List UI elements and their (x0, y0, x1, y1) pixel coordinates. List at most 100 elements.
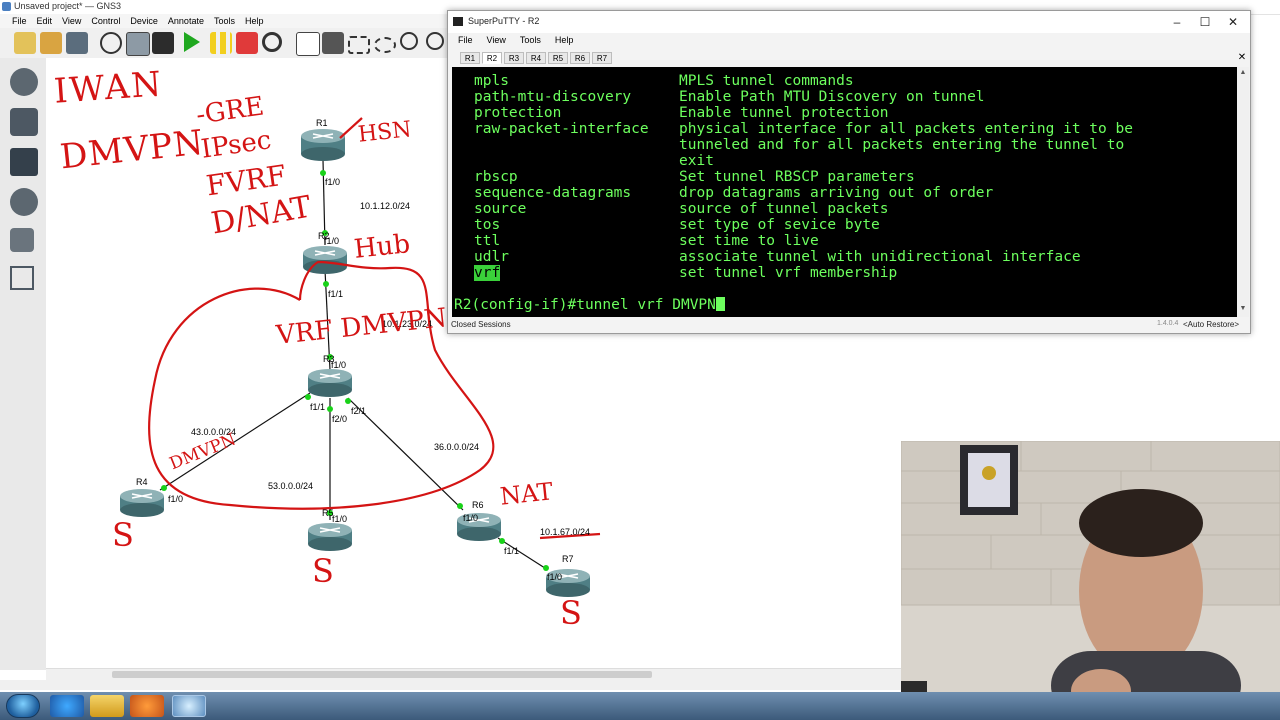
interface-label: f1/0 (332, 514, 348, 524)
scroll-up-icon[interactable]: ▲ (1239, 69, 1247, 76)
switches-icon[interactable] (10, 188, 38, 216)
routers-icon[interactable] (10, 108, 38, 136)
putty-title-bar: SuperPuTTY - R2 – ☐ ✕ (448, 11, 1250, 33)
router-r6[interactable] (457, 513, 501, 541)
router-label-r7: R7 (562, 554, 574, 564)
tab-r1[interactable]: R1 (460, 52, 480, 64)
device-dock (0, 58, 47, 670)
interface-label: f2/0 (332, 414, 348, 424)
nat-underline (539, 532, 601, 540)
console-icon[interactable] (126, 32, 150, 56)
putty-menu-file[interactable]: File (458, 35, 473, 45)
router-r5[interactable] (308, 523, 352, 551)
menu-file[interactable]: File (12, 16, 27, 26)
putty-menu-bar: File View Tools Help (448, 33, 1250, 47)
insert-image-icon[interactable] (322, 32, 344, 54)
file-explorer-icon[interactable] (90, 695, 124, 717)
vrf-dmvpn-outline (148, 260, 495, 510)
start-button[interactable] (6, 694, 40, 718)
scroll-down-icon[interactable]: ▼ (1239, 305, 1247, 312)
auto-restore-label[interactable]: <Auto Restore> (1183, 320, 1240, 329)
snapshot-icon[interactable] (100, 32, 122, 54)
draw-rectangle-icon[interactable] (348, 36, 370, 54)
gns3-app-icon (2, 2, 11, 11)
putty-menu-help[interactable]: Help (554, 35, 574, 45)
menu-control[interactable]: Control (91, 16, 121, 26)
tab-r4[interactable]: R4 (526, 52, 546, 64)
interface-label: f2/1 (351, 406, 367, 416)
interface-label: f1/0 (463, 513, 479, 523)
putty-menu-view[interactable]: View (486, 35, 506, 45)
highlighted-completion: vrf (474, 265, 501, 281)
subnet-label: 10.1.12.0/24 (360, 201, 411, 211)
start-icon[interactable] (184, 32, 200, 52)
annotation-hub: Hub (352, 229, 412, 265)
session-tabs: R1 R2 R3 R4 R5 R6 R7 (448, 51, 1250, 65)
minimize-icon[interactable]: – (1173, 15, 1181, 29)
close-icon[interactable]: ✕ (1227, 15, 1239, 29)
menu-tools[interactable]: Tools (213, 16, 235, 26)
interface-label: f1/0 (331, 360, 347, 370)
add-link-icon[interactable] (10, 266, 34, 290)
close-tab-icon[interactable]: ✕ (1237, 52, 1247, 63)
router-r4[interactable] (120, 489, 164, 517)
router-r1[interactable] (301, 129, 345, 161)
annotation-spoke-r4: S (112, 516, 134, 554)
scrollbar-thumb[interactable] (112, 671, 652, 678)
end-devices-icon[interactable] (10, 148, 38, 176)
save-icon[interactable] (66, 32, 88, 54)
pause-icon[interactable] (210, 32, 232, 54)
red-annotation-strokes (148, 117, 601, 540)
putty-menu-tools[interactable]: Tools (519, 35, 541, 45)
browse-all-icon[interactable] (10, 68, 38, 96)
internet-explorer-icon[interactable] (50, 695, 84, 717)
stop-icon[interactable] (236, 32, 258, 54)
add-note-icon[interactable] (296, 32, 320, 56)
link-r6-r7[interactable] (497, 537, 549, 571)
subnet-label: 43.0.0.0/24 (191, 427, 237, 437)
router-label-r6: R6 (472, 500, 484, 510)
menu-help[interactable]: Help (244, 16, 264, 26)
zoom-in-icon[interactable] (400, 32, 418, 50)
putty-status-bar: Closed Sessions 1.4.0.4 <Auto Restore> (448, 319, 1250, 333)
menu-view[interactable]: View (62, 16, 82, 26)
folder-icon[interactable] (40, 32, 62, 54)
open-folder-icon[interactable] (14, 32, 36, 54)
zoom-out-icon[interactable] (426, 32, 444, 50)
router-r7[interactable] (546, 569, 590, 597)
gns3-menu-bar: File Edit View Control Device Annotate T… (0, 14, 450, 28)
link-r3-r4[interactable] (159, 392, 311, 491)
reload-icon[interactable] (262, 32, 282, 52)
media-player-icon[interactable] (130, 695, 164, 717)
tab-r2[interactable]: R2 (482, 52, 502, 64)
annotation-iwan: IWAN (52, 64, 165, 112)
tab-r3[interactable]: R3 (504, 52, 524, 64)
terminal-icon[interactable] (152, 32, 174, 54)
router-r3[interactable] (308, 369, 352, 397)
closed-sessions-label[interactable]: Closed Sessions (451, 320, 511, 329)
link-r3-r6[interactable] (347, 397, 464, 511)
gns3-taskbar-icon[interactable] (172, 695, 206, 717)
menu-annotate[interactable]: Annotate (167, 16, 204, 26)
tab-r5[interactable]: R5 (548, 52, 568, 64)
security-devices-icon[interactable] (10, 228, 34, 252)
subnet-label: 53.0.0.0/24 (268, 481, 314, 491)
terminal-line: tunneled and for all packets entering th… (679, 137, 1125, 153)
windows-taskbar (0, 692, 1280, 720)
draw-ellipse-icon[interactable] (374, 37, 396, 53)
terminal-line: exit (679, 153, 714, 169)
menu-edit[interactable]: Edit (36, 16, 53, 26)
tab-r6[interactable]: R6 (570, 52, 590, 64)
gns3-status-bar (0, 680, 902, 690)
maximize-icon[interactable]: ☐ (1199, 15, 1211, 29)
interface-label: f1/1 (504, 546, 520, 556)
routers (120, 129, 590, 597)
tab-r7[interactable]: R7 (592, 52, 612, 64)
canvas-horizontal-scrollbar[interactable] (46, 668, 902, 681)
terminal-scrollbar[interactable]: ▲ ▼ (1237, 67, 1249, 317)
menu-device[interactable]: Device (130, 16, 158, 26)
